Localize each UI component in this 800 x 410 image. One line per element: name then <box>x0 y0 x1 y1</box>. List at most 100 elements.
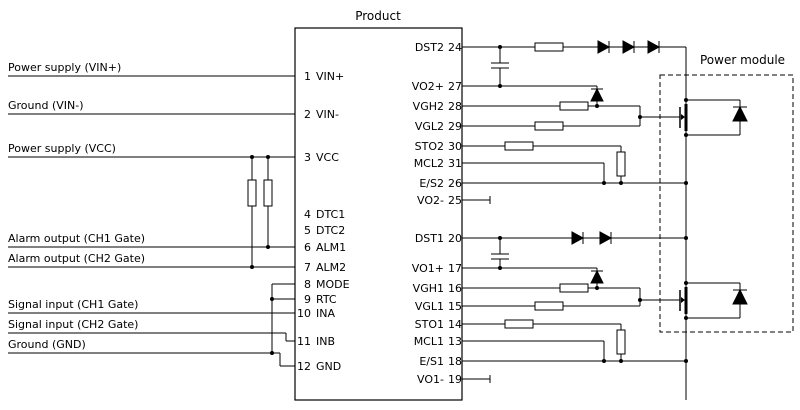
right-pin-labels: DST2 24 VO2+ 27 VGH2 28 VGL2 29 STO2 30 … <box>412 41 462 386</box>
pin-number: 12 <box>297 360 311 373</box>
pin-number: 31 <box>448 157 462 170</box>
vgl1-resistor <box>534 301 564 311</box>
body-diode-icon <box>732 105 748 122</box>
body-diode-icon <box>732 288 748 305</box>
pin-name: DST1 <box>415 232 444 245</box>
pin-name: DTC2 <box>316 224 345 237</box>
mosfet-arrow-icon <box>681 114 685 120</box>
pin-number: 3 <box>304 151 311 164</box>
gate-source-resistor-ch2 <box>616 151 626 177</box>
sto1-resistor <box>504 319 534 329</box>
pin-number: 6 <box>304 241 311 254</box>
net-label: Power supply (VCC) <box>8 142 116 155</box>
vcc-pullup-resistor-alm2 <box>247 179 257 207</box>
vgh1-resistor <box>559 283 589 293</box>
power-module-boundary <box>659 74 794 333</box>
mosfet-ch2 <box>679 104 688 131</box>
vgh2-resistor <box>559 101 589 111</box>
pin-number: 30 <box>448 140 462 153</box>
pin-name: ALM2 <box>316 261 346 274</box>
diode-icon <box>599 231 613 245</box>
pin-name: ALM1 <box>316 241 346 254</box>
pin-number: 14 <box>448 318 462 331</box>
net-label: Alarm output (CH1 Gate) <box>8 232 145 245</box>
pin-name: RTC <box>316 293 337 306</box>
pin-number: 1 <box>304 70 311 83</box>
pin-name: MCL2 <box>414 157 444 170</box>
pin-number: 20 <box>448 232 462 245</box>
pin-name: VO1- <box>417 373 444 386</box>
bootstrap-diode-icon <box>590 269 604 284</box>
mosfet-ch1 <box>679 287 688 314</box>
pin-name: VCC <box>316 151 339 164</box>
pin-name: MCL1 <box>414 335 444 348</box>
net-label: Ground (VIN-) <box>8 99 84 112</box>
pin-name: E/S2 <box>419 177 444 190</box>
pin-name: MODE <box>316 278 350 291</box>
pin-name: VGH1 <box>413 282 444 295</box>
diode-icon <box>622 40 636 54</box>
pin-name: INA <box>316 307 335 320</box>
pin-number: 19 <box>448 373 462 386</box>
diode-icon <box>597 40 611 54</box>
power-module-label: Power module <box>700 53 785 67</box>
pin-name: VO2- <box>417 194 444 207</box>
pin-number: 27 <box>448 80 462 93</box>
ic-outline <box>294 27 463 401</box>
pin-name: VIN+ <box>316 70 344 83</box>
pin-name: STO2 <box>415 140 444 153</box>
diode-icon <box>571 231 585 245</box>
pin-name: GND <box>316 360 341 373</box>
pin-number: 7 <box>304 261 311 274</box>
pin-number: 4 <box>304 208 311 221</box>
pin-name: DST2 <box>415 41 444 54</box>
diodes <box>571 40 748 305</box>
diode-icon <box>647 40 661 54</box>
pin-name: DTC1 <box>316 208 345 221</box>
dst2-resistor <box>534 42 564 52</box>
pin-number: 13 <box>448 335 462 348</box>
pin-name: VGH2 <box>413 100 444 113</box>
wires <box>8 46 741 400</box>
pin-number: 17 <box>448 262 462 275</box>
resistors <box>247 42 626 355</box>
pin-number: 9 <box>304 293 311 306</box>
pin-number: 18 <box>448 355 462 368</box>
pin-number: 24 <box>448 41 462 54</box>
pin-number: 8 <box>304 278 311 291</box>
net-labels: Power supply (VIN+) Ground (VIN-) Power … <box>8 61 145 351</box>
pin-number: 11 <box>297 335 311 348</box>
pin-name: VIN- <box>316 108 339 121</box>
pin-name: E/S1 <box>419 355 444 368</box>
bootstrap-diode-icon <box>590 87 604 102</box>
pin-number: 28 <box>448 100 462 113</box>
pin-number: 25 <box>448 194 462 207</box>
titles: Product Power module <box>355 9 785 67</box>
pin-number: 2 <box>304 108 311 121</box>
pin-number: 29 <box>448 120 462 133</box>
net-label: Alarm output (CH2 Gate) <box>8 252 145 265</box>
net-label: Signal input (CH1 Gate) <box>8 298 138 311</box>
pin-number: 16 <box>448 282 462 295</box>
pin-name: VO2+ <box>412 80 444 93</box>
pin-name: STO1 <box>415 318 444 331</box>
pin-name: VO1+ <box>412 262 444 275</box>
vcc-pullup-resistor-alm1 <box>263 179 273 207</box>
pin-name: VGL2 <box>415 120 444 133</box>
vgl2-resistor <box>534 121 564 131</box>
pin-number: 10 <box>297 307 311 320</box>
pin-name: INB <box>316 335 335 348</box>
pin-number: 15 <box>448 300 462 313</box>
sto2-resistor <box>504 141 534 151</box>
net-label: Power supply (VIN+) <box>8 61 121 74</box>
pin-number: 5 <box>304 224 311 237</box>
ic-title: Product <box>355 9 401 23</box>
gate-source-resistor-ch1 <box>616 329 626 355</box>
left-pin-labels: 1 VIN+ 2 VIN- 3 VCC 4 DTC1 5 DTC2 6 ALM1… <box>297 70 350 373</box>
pin-name: VGL1 <box>415 300 444 313</box>
net-label: Ground (GND) <box>8 338 86 351</box>
mosfet-arrow-icon <box>681 297 685 303</box>
pin-number: 26 <box>448 177 462 190</box>
